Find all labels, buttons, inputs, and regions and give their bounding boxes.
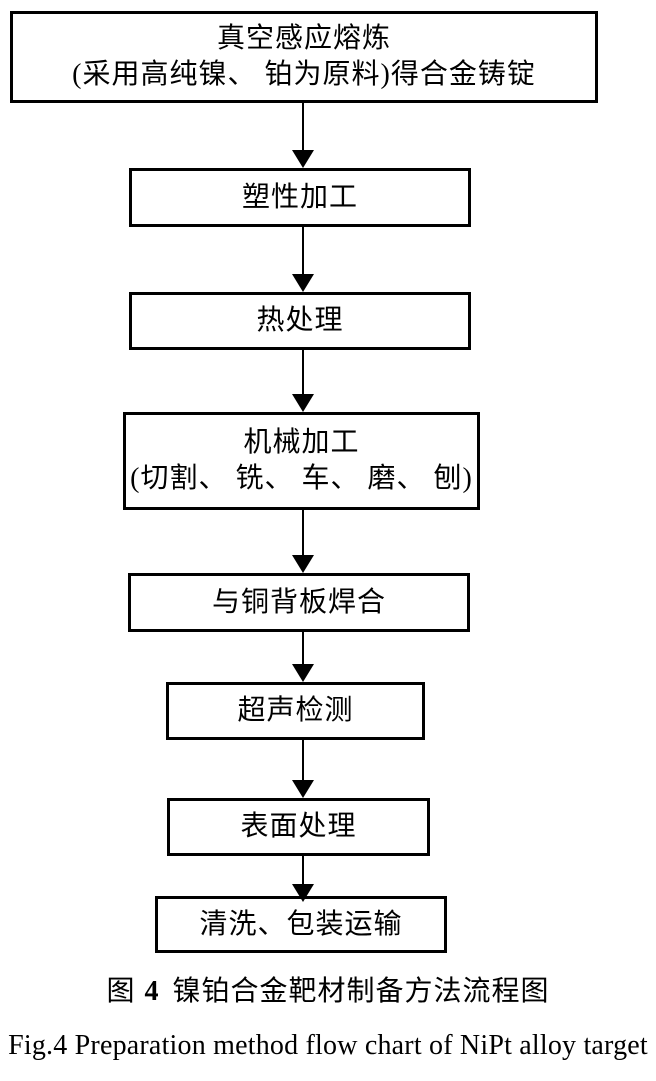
flow-arrow bbox=[292, 856, 314, 902]
figure-caption-english: Fig.4 Preparation method flow chart of N… bbox=[8, 1030, 648, 1061]
flow-arrow bbox=[292, 227, 314, 292]
arrowhead-down-icon bbox=[292, 555, 314, 573]
flow-step-label: 与铜背板焊合 bbox=[211, 586, 386, 618]
flow-arrow bbox=[292, 350, 314, 412]
flow-arrow bbox=[292, 510, 314, 573]
arrowhead-down-icon bbox=[292, 664, 314, 682]
arrowhead-down-icon bbox=[292, 780, 314, 798]
arrow-stem bbox=[302, 510, 304, 555]
flow-step-label: 塑性加工 bbox=[241, 181, 358, 213]
flow-step-sublabel: (切割、 铣、 车、 磨、 刨) bbox=[130, 463, 473, 494]
flow-step-label: 清洗、包装运输 bbox=[199, 908, 403, 940]
caption-figure-prefix: 图 bbox=[106, 976, 136, 1007]
flow-arrow bbox=[292, 103, 314, 168]
flow-step-machining: 机械加工 (切割、 铣、 车、 磨、 刨) bbox=[123, 412, 480, 510]
flow-step-label: 超声检测 bbox=[237, 695, 354, 726]
flow-arrow bbox=[292, 740, 314, 798]
flow-step-ultrasonic-testing: 超声检测 bbox=[166, 682, 425, 740]
caption-figure-text: 镍铂合金靶材制备方法流程图 bbox=[172, 976, 550, 1007]
flow-step-sublabel: (采用高纯镍、 铂为原料)得合金铸锭 bbox=[72, 59, 536, 90]
flow-step-label: 表面处理 bbox=[240, 811, 357, 842]
arrow-stem bbox=[302, 740, 304, 780]
flow-step-label: 机械加工 bbox=[243, 427, 360, 458]
arrow-stem bbox=[302, 632, 304, 664]
arrowhead-down-icon bbox=[292, 274, 314, 292]
flow-step-copper-backplate-welding: 与铜背板焊合 bbox=[128, 573, 470, 632]
flow-step-label: 热处理 bbox=[256, 305, 344, 336]
arrowhead-down-icon bbox=[292, 394, 314, 412]
arrow-stem bbox=[302, 350, 304, 394]
flow-step-surface-treatment: 表面处理 bbox=[167, 798, 430, 856]
flow-step-heat-treatment: 热处理 bbox=[129, 292, 471, 350]
flow-arrow bbox=[292, 632, 314, 682]
flow-step-plastic-working: 塑性加工 bbox=[129, 168, 471, 227]
arrowhead-down-icon bbox=[292, 884, 314, 902]
flow-step-label: 真空感应熔炼 bbox=[216, 23, 391, 54]
arrowhead-down-icon bbox=[292, 150, 314, 168]
flow-step-cleaning-packaging-shipping: 清洗、包装运输 bbox=[155, 896, 447, 953]
arrow-stem bbox=[302, 856, 304, 884]
caption-figure-number: 4 bbox=[144, 976, 160, 1007]
arrow-stem bbox=[302, 227, 304, 274]
arrow-stem bbox=[302, 103, 304, 150]
flow-step-vacuum-induction-melting: 真空感应熔炼 (采用高纯镍、 铂为原料)得合金铸锭 bbox=[10, 11, 598, 103]
